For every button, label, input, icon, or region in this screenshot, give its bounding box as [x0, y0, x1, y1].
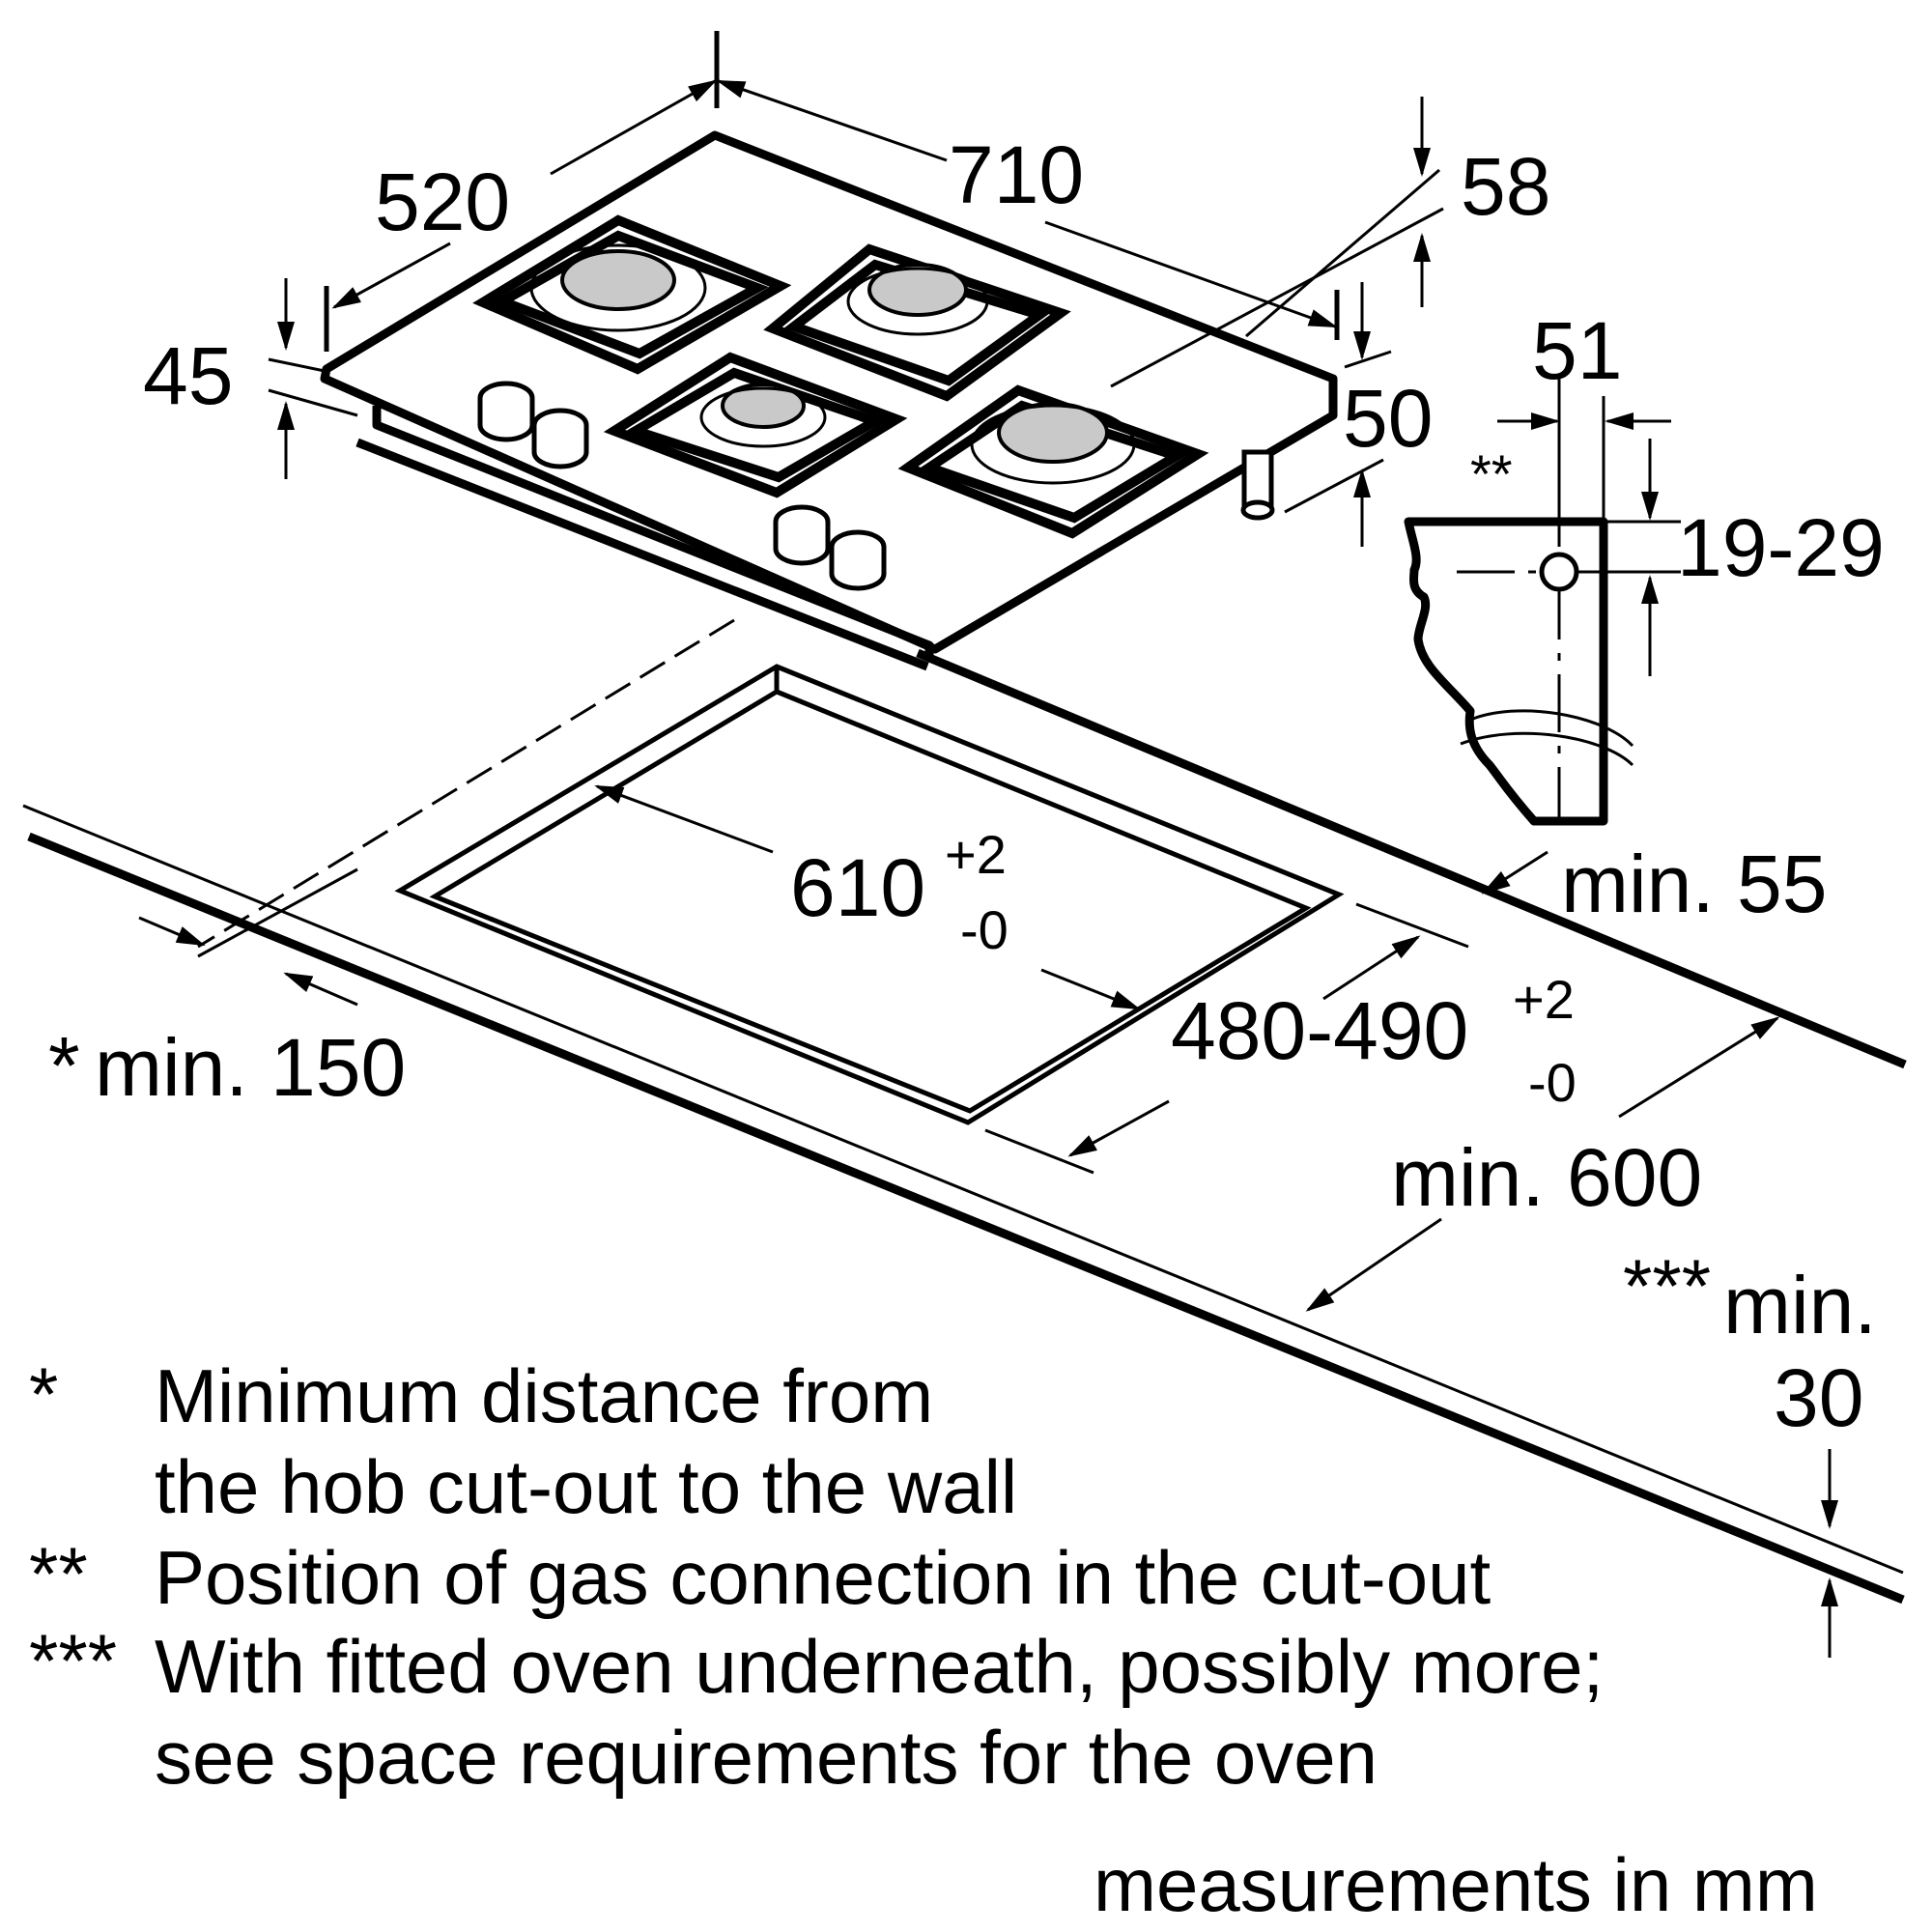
knob-icon [477, 381, 535, 442]
dim-top-height-label: 58 [1461, 141, 1550, 232]
dim-side-clearance-label: min. 150 [95, 1022, 406, 1113]
note-3-line-1: With fitted oven underneath, possibly mo… [155, 1624, 1604, 1709]
footnotes: * Minimum distance from the hob cut-out … [29, 1351, 1604, 1800]
dim-cutout-width: 610 +2 -0 [790, 824, 1009, 960]
dim-worktop-range-label: 19-29 [1677, 502, 1885, 593]
dim-oven-gap-line1: min. [1723, 1260, 1877, 1350]
dim-rear-clearance-label: min. 55 [1561, 838, 1827, 929]
units-note: measurements in mm [1094, 1842, 1818, 1927]
worktop-drawing [22, 618, 1907, 1605]
knob-icon [531, 408, 589, 469]
note-1-line-1: Minimum distance from [155, 1353, 933, 1438]
note-2-line-1: Position of gas connection in the cut-ou… [155, 1535, 1492, 1620]
burner-rear-right [867, 263, 968, 317]
control-knobs [477, 381, 887, 591]
cutout-outline [394, 664, 1345, 1125]
hob-dimension-lines [268, 31, 1444, 547]
dim-cutout-depth-label: 480-490 [1171, 985, 1468, 1076]
dim-leg-height-label: 50 [1343, 373, 1433, 464]
grate-rear-left [472, 214, 792, 375]
dim-cutout-depth: 480-490 +2 -0 [1171, 969, 1577, 1113]
knob-icon [829, 529, 887, 591]
note-2-marker: ** [29, 1531, 88, 1616]
burner-rear-left [560, 249, 676, 311]
gas-connection-section [1404, 377, 1681, 826]
dim-depth-label: 520 [375, 156, 510, 247]
note-3-line-2: see space requirements for the oven [155, 1715, 1378, 1800]
knob-icon [773, 504, 831, 566]
grate-front-left [603, 352, 908, 498]
note-1-line-2: the hob cut-out to the wall [155, 1444, 1017, 1529]
hob-front-edge [372, 406, 934, 657]
hob-leg [1240, 449, 1275, 521]
side-marker-label: * [48, 1020, 80, 1111]
note-1-marker: * [29, 1351, 58, 1436]
dim-cutout-depth-tol-minus: -0 [1528, 1052, 1577, 1113]
hob-top-plate [320, 130, 1338, 654]
dim-cutout-width-tol-minus: -0 [960, 899, 1009, 960]
dim-cutout-width-label: 610 [790, 842, 925, 933]
grate-front-right [897, 384, 1209, 539]
dim-cutout-width-tol-plus: +2 [945, 824, 1007, 885]
hob-front-lip [355, 438, 929, 671]
oven-marker-label: *** [1623, 1243, 1711, 1328]
grate-rear-right [763, 243, 1071, 402]
burner-front-left [721, 383, 806, 429]
dim-oven-gap-line2: 30 [1774, 1352, 1863, 1443]
dim-cutout-depth-tol-plus: +2 [1513, 969, 1575, 1030]
hob-drawing [320, 130, 1338, 671]
cutout-dimension-lines [138, 784, 1838, 1658]
dim-gas-offset-label: 51 [1532, 305, 1622, 396]
dim-worktop-depth-label: min. 600 [1391, 1132, 1702, 1223]
burner-front-right [997, 402, 1109, 464]
gas-marker-label: ** [1470, 443, 1513, 504]
note-3-marker: *** [29, 1618, 117, 1703]
dim-width-label: 710 [949, 129, 1084, 220]
dim-height-label: 45 [143, 330, 233, 421]
